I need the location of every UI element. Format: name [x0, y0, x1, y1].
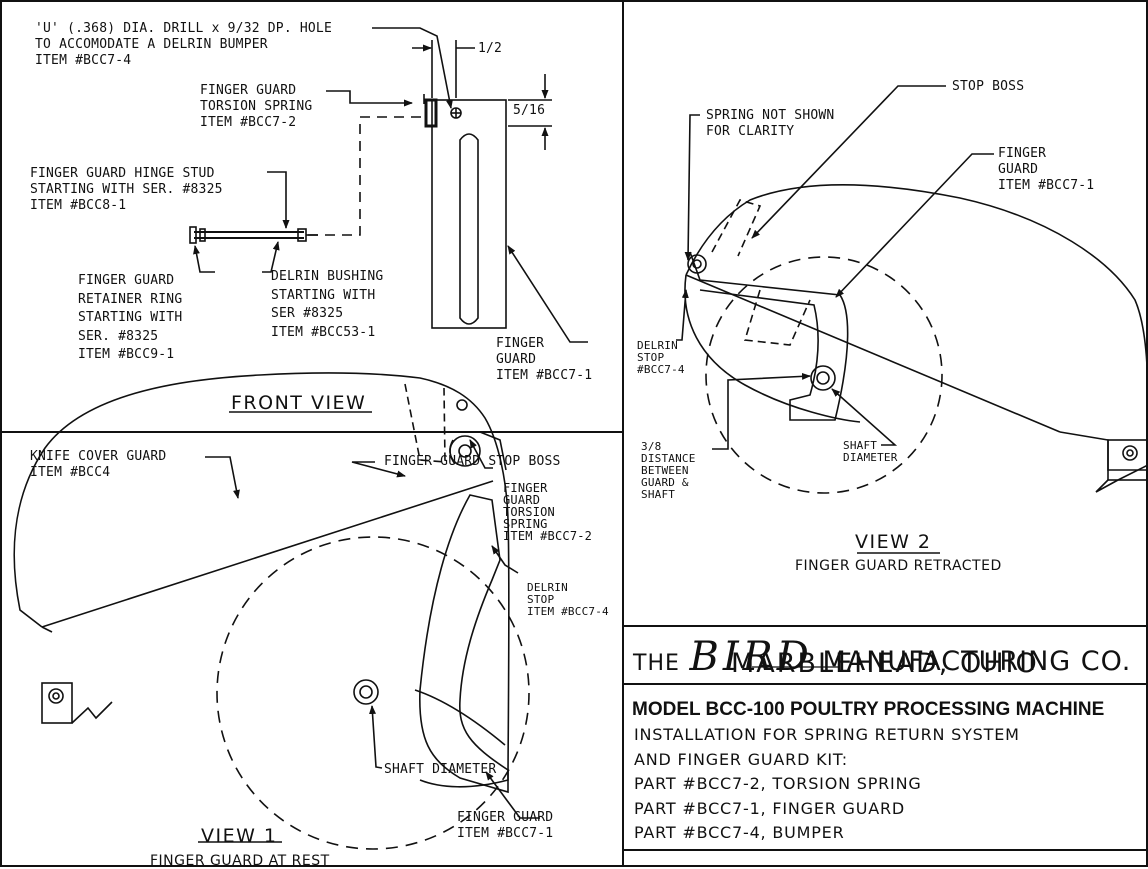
- view2-finger-guard: [689, 251, 849, 421]
- front-finger-guard-label: FINGER GUARD ITEM #BCC7-1: [496, 336, 593, 383]
- company-the: THE: [633, 651, 680, 676]
- dimension-five-sixteenths: 5/16: [513, 103, 546, 118]
- view1-mount-bracket: [41, 682, 73, 724]
- assembly-path-dashed: [308, 116, 424, 236]
- company-brand-logo: BIRD: [689, 634, 813, 680]
- delrin-bushing-label: DELRIN BUSHING STARTING WITH SER #8325 I…: [271, 269, 384, 340]
- view1-title: VIEW 1: [201, 825, 278, 847]
- view1-stop-boss-label: FINGER GUARD STOP BOSS: [384, 454, 561, 469]
- view1-finger-guard-label: FINGER GUARD ITEM #BCC7-1: [457, 810, 554, 841]
- torsion-spring-label: FINGER GUARD TORSION SPRING ITEM #BCC7-2: [200, 83, 313, 130]
- view1-dashed-circle: [216, 536, 530, 850]
- view1-finger-guard: [419, 494, 509, 794]
- view1-blade-line: [41, 480, 494, 628]
- company-city: MARBLEHEAD, OHIO: [731, 648, 1039, 679]
- torsion-spring-body: [424, 98, 438, 128]
- knife-cover-guard-label: KNIFE COVER GUARD ITEM #BCC4: [30, 449, 167, 480]
- model-heading: MODEL BCC-100 POULTRY PROCESSING MACHINE: [632, 699, 1105, 720]
- view1-shaft-hub: [353, 679, 379, 705]
- finger-guard-plate: [431, 99, 507, 329]
- view2-shaft-label: SHAFT DIAMETER: [843, 439, 898, 464]
- retainer-ring-label: FINGER GUARD RETAINER RING STARTING WITH…: [78, 273, 183, 362]
- knife-cover-guard-outline: [13, 372, 510, 788]
- finger-guard-slot: [459, 133, 479, 325]
- drill-hole-note: 'U' (.368) DIA. DRILL x 9/32 DP. HOLE TO…: [35, 21, 332, 68]
- view2-mount-bracket: [1107, 439, 1148, 481]
- view2-title: VIEW 2: [855, 531, 932, 553]
- installation-notes: INSTALLATION FOR SPRING RETURN SYSTEM AN…: [634, 725, 1020, 842]
- company-manufacturing: MANUFACTURING CO.: [822, 646, 1132, 677]
- hinge-stud-label: FINGER GUARD HINGE STUD STARTING WITH SE…: [30, 166, 223, 213]
- view1-drawing: [13, 372, 540, 850]
- view2-spring-note: SPRING NOT SHOWN FOR CLARITY: [706, 108, 835, 139]
- view1-torsion-spring-label: FINGER GUARD TORSION SPRING ITEM #BCC7-2: [503, 481, 593, 543]
- view2-distance-label: 3/8 DISTANCE BETWEEN GUARD & SHAFT: [641, 440, 696, 501]
- view2-shaft-hub: [810, 365, 836, 391]
- view2-blade-line: [685, 274, 1061, 433]
- view2-stop-boss-label: STOP BOSS: [952, 79, 1025, 94]
- view2-pivot: [687, 254, 707, 274]
- view2-finger-guard-label: FINGER GUARD ITEM #BCC7-1: [998, 146, 1095, 193]
- view2-guard-outline: [685, 183, 1148, 471]
- view1-subtitle: FINGER GUARD AT REST: [150, 853, 330, 869]
- view2-delrin-stop-label: DELRIN STOP #BCC7-4: [637, 339, 685, 376]
- dimension-half-inch: 1/2: [478, 41, 503, 56]
- view1-delrin-stop-label: DELRIN STOP ITEM #BCC7-4: [527, 581, 609, 618]
- view2-drawing: [676, 85, 1148, 668]
- front-view-title: FRONT VIEW: [231, 392, 367, 414]
- company-name: THE BIRD MANUFACTURING CO.: [633, 634, 1131, 680]
- view2-dashed-circle: [705, 256, 943, 494]
- view2-subtitle: FINGER GUARD RETRACTED: [795, 558, 1002, 574]
- view1-shaft-label: SHAFT DIAMETER: [384, 762, 497, 777]
- front-view-drawing: [189, 27, 588, 413]
